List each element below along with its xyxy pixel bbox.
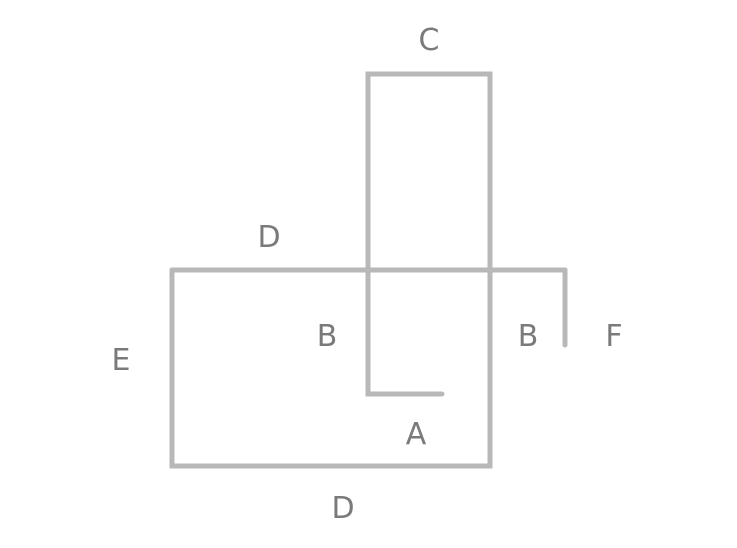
label-c-top: C xyxy=(419,23,440,58)
label-f-right: F xyxy=(605,319,622,354)
label-a-bottom: A xyxy=(406,417,427,452)
lower-rectangle-frame xyxy=(169,267,493,469)
label-b-outer: B xyxy=(518,319,539,354)
upper-rectangle-frame xyxy=(365,71,493,273)
label-e-left: E xyxy=(112,343,131,378)
inner-hook-line-b-a xyxy=(365,267,445,397)
label-d-top: D xyxy=(257,220,280,255)
label-b-inner: B xyxy=(317,319,338,354)
label-d-bottom: D xyxy=(331,491,354,526)
